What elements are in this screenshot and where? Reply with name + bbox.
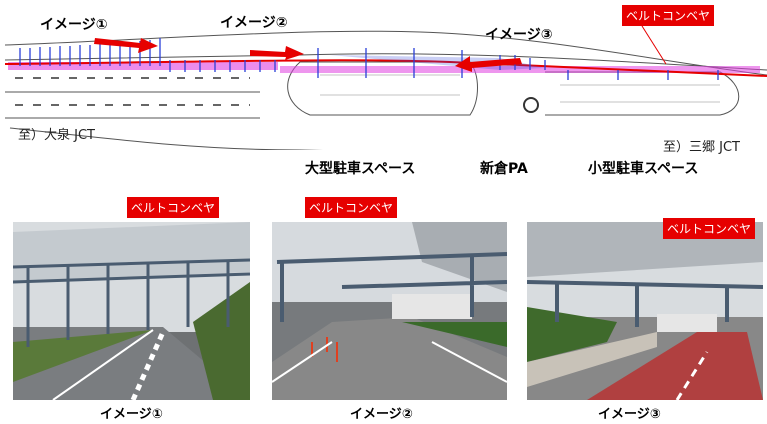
arrow-icon	[94, 38, 522, 72]
photo-image-2	[272, 222, 507, 400]
area-niikura-pa: 新倉PA	[480, 161, 528, 177]
photo-3-caption: イメージ③	[598, 407, 661, 422]
plan-label-image-1: イメージ①	[40, 17, 108, 33]
photo-2-caption: イメージ②	[350, 407, 413, 422]
plan-label-image-3: イメージ③	[485, 27, 553, 43]
conveyor-line	[4, 59, 767, 77]
direction-misato: 至）三郷 JCT	[663, 140, 740, 155]
area-large-parking: 大型駐車スペース	[305, 161, 416, 177]
photo-1-caption: イメージ①	[100, 407, 163, 422]
photo-2-conveyor-tag: ベルトコンベヤ	[305, 197, 398, 218]
direction-oizumi: 至）大泉 JCT	[18, 128, 95, 143]
pa-plan-drawing	[4, 30, 767, 150]
photo-3-conveyor-tag: ベルトコンベヤ	[663, 218, 756, 239]
photo-image-1	[13, 222, 250, 400]
area-small-parking: 小型駐車スペース	[588, 161, 699, 177]
plan-conveyor-tag: ベルトコンベヤ	[622, 5, 715, 26]
photo-image-3	[527, 222, 763, 400]
photo-1-conveyor-tag: ベルトコンベヤ	[127, 197, 220, 218]
tag-leader-line	[641, 26, 667, 65]
plan-label-image-2: イメージ②	[220, 15, 288, 31]
